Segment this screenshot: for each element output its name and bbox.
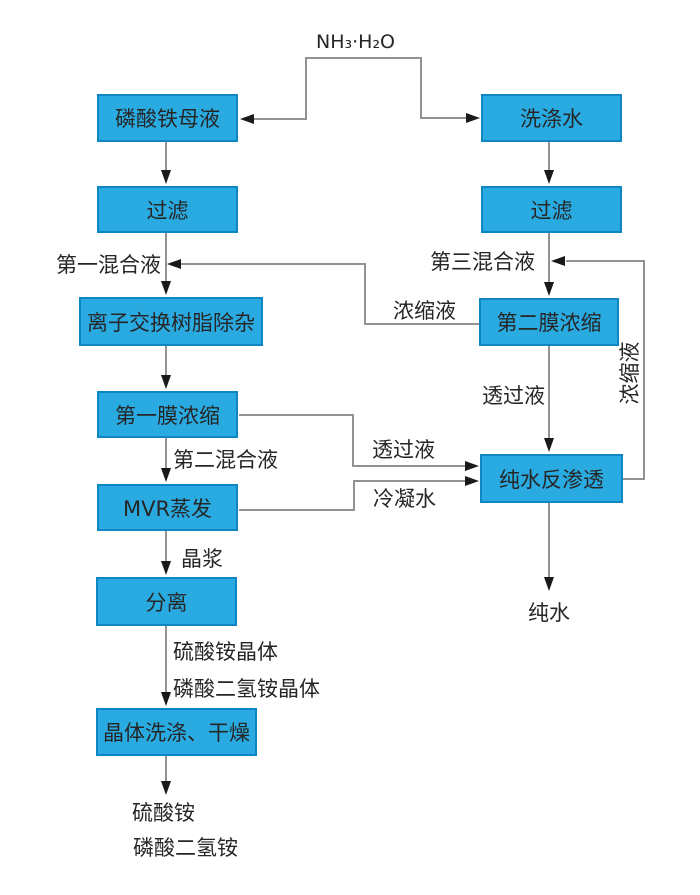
node-iron-phosphate-mother-liquor: 磷酸铁母液 [97,94,238,142]
label-concentrate-left: 浓缩液 [393,299,456,323]
arrowhead-into-membrane2 [544,282,554,296]
node-first-membrane-concentration: 第一膜浓缩 [97,391,238,438]
node-pure-water-reverse-osmosis: 纯水反渗透 [480,454,623,503]
label-monoammonium-phosphate: 磷酸二氢铵 [133,836,238,860]
arrowhead-into-separation [161,561,171,575]
label-permeate-right: 透过液 [482,384,545,408]
arrowhead-permeate-into-ro [465,461,479,471]
edge-mother-liquor-to-filter [165,142,167,172]
edge-concentrate-a-to-junction [181,263,366,265]
edge-permeate-mid-h2 [352,465,466,467]
edge-membrane1-to-mvr [165,438,167,471]
edge-condensate-h1 [239,509,355,511]
edge-mvr-to-separation [165,531,167,564]
node-filter-right: 过滤 [481,186,622,233]
edge-concentrate-b-bottom [623,478,645,480]
arrowhead-products [161,781,171,795]
edge-separation-to-washdry [165,626,167,694]
label-pure-water: 纯水 [528,601,570,625]
edge-reagent-right-drop [420,57,422,117]
arrowhead-into-washing-water [466,113,480,123]
edge-concentrate-b-vertical [643,260,645,480]
edge-concentrate-a-vertical [364,263,366,325]
label-condensate: 冷凝水 [373,487,436,511]
edge-filter-to-ion-exchange [165,233,167,281]
edge-ion-exchange-to-membrane1 [165,346,167,378]
arrowhead-condensate-into-ro [465,476,479,486]
node-crystal-washing-drying: 晶体洗涤、干燥 [96,708,257,756]
edge-permeate-mid-h1 [239,414,353,416]
node-mvr-evaporation: MVR蒸发 [97,484,238,531]
node-ion-exchange-resin: 离子交换树脂除杂 [79,297,263,346]
label-ammonium-sulfate: 硫酸铵 [132,801,195,825]
edge-membrane2-to-ro [548,346,550,438]
label-permeate-mid: 透过液 [372,438,435,462]
arrowhead-into-membrane1 [161,375,171,389]
label-monoammonium-phosphate-crystal: 磷酸二氢铵晶体 [173,677,320,701]
edge-ro-to-pure-water [548,503,550,580]
node-filter-left: 过滤 [97,186,238,233]
label-slurry: 晶浆 [181,547,223,571]
edge-reagent-to-mother-liquor [253,118,307,120]
label-concentrate-right: 浓缩液 [618,341,642,405]
label-ammonium-sulfate-crystal: 硫酸铵晶体 [173,640,278,664]
edge-concentrate-b-to-junction [566,260,645,262]
edge-reagent-left-drop [305,57,307,119]
arrowhead-into-ro-top [544,438,554,452]
arrowhead-into-mvr [161,468,171,482]
node-washing-water: 洗涤水 [481,94,622,142]
label-second-mixture: 第二混合液 [173,448,278,472]
edge-concentrate-a-horizontal [364,323,479,325]
edge-washdry-to-products [165,756,167,784]
arrowhead-into-third-mixture [551,256,565,266]
arrowhead-into-first-mixture [167,259,181,269]
arrowhead-into-filter-right [544,170,554,184]
edge-reagent-top [305,57,422,59]
arrowhead-into-filter-left [161,170,171,184]
edge-washing-water-to-filter [548,142,550,172]
edge-filter-to-membrane2 [548,233,550,283]
node-second-membrane-concentration: 第二膜浓缩 [479,298,619,346]
edge-condensate-vertical [353,480,355,511]
edge-condensate-h2 [353,480,466,482]
arrowhead-into-ion-exchange [161,281,171,295]
label-third-mixture: 第三混合液 [430,250,535,274]
edge-reagent-to-washing-water [420,117,467,119]
arrowhead-into-mother-liquor [240,114,254,124]
arrowhead-pure-water [544,577,554,591]
node-separation: 分离 [96,577,237,626]
reagent-label: NH₃·H₂O [316,31,396,53]
edge-permeate-mid-vertical [352,414,354,467]
arrowhead-into-washdry [161,692,171,706]
label-first-mixture: 第一混合液 [56,253,161,277]
